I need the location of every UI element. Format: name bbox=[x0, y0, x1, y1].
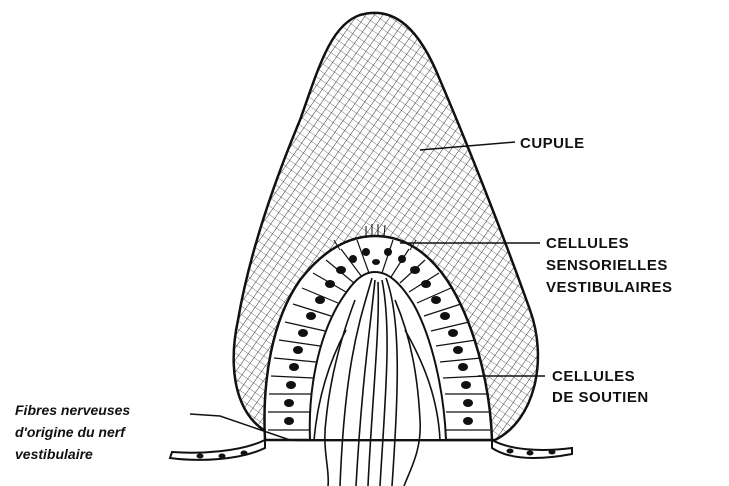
label-nerve-fibres-line3: vestibulaire bbox=[15, 446, 93, 462]
label-sensory-cells-line3: VESTIBULAIRES bbox=[546, 279, 673, 296]
label-support-cells-line1: CELLULES bbox=[552, 368, 635, 385]
label-sensory-cells-line1: CELLULES bbox=[546, 235, 629, 252]
label-nerve-fibres-line2: d'origine du nerf bbox=[15, 424, 126, 440]
label-nerve-fibres-line1: Fibres nerveuses bbox=[15, 402, 130, 418]
label-support-cells-line2: DE SOUTIEN bbox=[552, 389, 649, 406]
label-sensory-cells-line2: SENSORIELLES bbox=[546, 257, 668, 274]
label-cupule: CUPULE bbox=[520, 135, 585, 152]
